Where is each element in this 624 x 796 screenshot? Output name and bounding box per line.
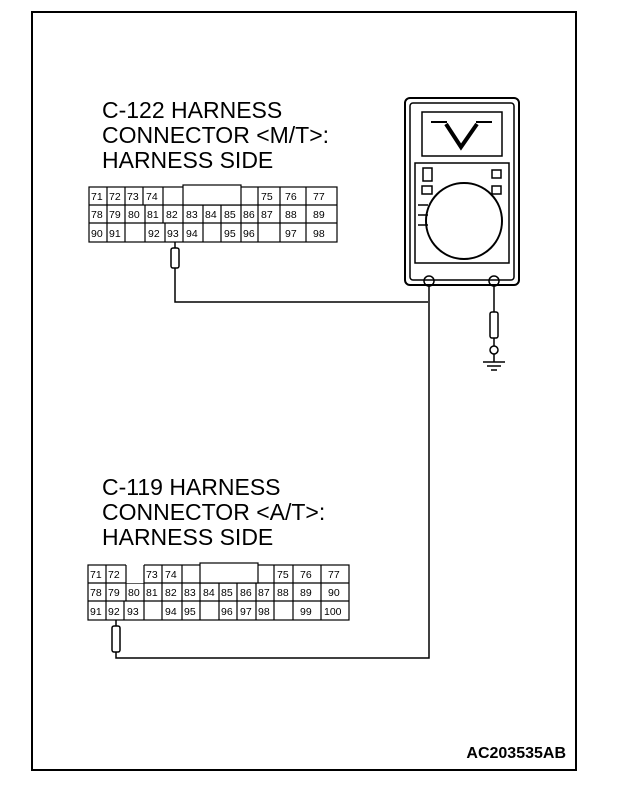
c122-pin: 78: [91, 209, 103, 221]
c122-connector: [88, 184, 338, 243]
c119-pin: 82: [165, 587, 177, 599]
c119-pin: 73: [146, 569, 158, 581]
c122-pin: 81: [147, 209, 159, 221]
c119-pin: 85: [221, 587, 233, 599]
c119-pin: 92: [108, 606, 120, 618]
c119-pin: 95: [184, 606, 196, 618]
c122-title-line-1: C-122 HARNESS: [102, 97, 282, 123]
c119-pin: 100: [324, 606, 342, 618]
c122-title: C-122 HARNESS CONNECTOR <M/T>: HARNESS S…: [102, 97, 329, 173]
c122-pin: 76: [285, 191, 297, 203]
c122-pin: 74: [146, 191, 158, 203]
ground-icon: [483, 354, 505, 371]
c122-pin: 93: [167, 228, 179, 240]
c122-pin: 71: [91, 191, 103, 203]
c122-pin: 80: [128, 209, 140, 221]
c119-pin: 91: [90, 606, 102, 618]
c122-pin: 82: [166, 209, 178, 221]
c119-pin: 87: [258, 587, 270, 599]
c122-pin: 91: [109, 228, 121, 240]
c122-pin: 96: [243, 228, 255, 240]
c119-pin: 94: [165, 606, 177, 618]
c119-pin: 88: [277, 587, 289, 599]
c119-pin: 83: [184, 587, 196, 599]
c119-pin: 76: [300, 569, 312, 581]
c119-pin: 80: [128, 587, 140, 599]
c119-title-line-1: C-119 HARNESS: [102, 474, 281, 500]
c119-title-line-2: CONNECTOR <A/T>:: [102, 499, 325, 525]
c119-pin: 81: [146, 587, 158, 599]
c122-lock-notch: [182, 184, 242, 206]
c122-pin: 92: [148, 228, 160, 240]
c122-probe: [170, 242, 428, 303]
meter-lead-wire: [115, 286, 430, 659]
multimeter-icon: [404, 97, 520, 287]
c122-pin: 84: [205, 209, 217, 221]
c122-pin: 88: [285, 209, 297, 221]
c119-pin: 74: [165, 569, 177, 581]
c122-pin: 94: [186, 228, 198, 240]
c122-pin: 90: [91, 228, 103, 240]
c122-pin: 87: [261, 209, 273, 221]
c119-pin: 86: [240, 587, 252, 599]
c122-pin-labels: 71 72 73 74 75 76 77 78 79 80 81 82 83 8…: [91, 191, 325, 240]
c119-pin: 72: [108, 569, 120, 581]
diagram-border: [31, 11, 577, 771]
c122-pin: 73: [127, 191, 139, 203]
c119-pin: 96: [221, 606, 233, 618]
c119-probe: [111, 620, 121, 653]
c119-pin: 90: [328, 587, 340, 599]
c122-pin: 83: [186, 209, 198, 221]
c122-pin: 75: [261, 191, 273, 203]
c119-title: C-119 HARNESS CONNECTOR <A/T>: HARNESS S…: [102, 474, 325, 550]
c122-pin: 95: [224, 228, 236, 240]
c122-pin: 97: [285, 228, 297, 240]
c119-pin: 99: [300, 606, 312, 618]
c119-pin: 78: [90, 587, 102, 599]
c119-pin: 89: [300, 587, 312, 599]
c119-pin: 93: [127, 606, 139, 618]
c122-pin: 72: [109, 191, 121, 203]
c119-pin: 97: [240, 606, 252, 618]
c122-pin: 89: [313, 209, 325, 221]
c122-pin: 85: [224, 209, 236, 221]
c119-pin: 75: [277, 569, 289, 581]
c119-pin: 98: [258, 606, 270, 618]
c119-title-line-3: HARNESS SIDE: [102, 524, 273, 550]
c122-pin: 98: [313, 228, 325, 240]
c119-pin: 71: [90, 569, 102, 581]
c122-pin: 86: [243, 209, 255, 221]
c119-connector: [87, 562, 350, 621]
figure-code: AC203535AB: [466, 745, 566, 762]
c119-pin: 79: [108, 587, 120, 599]
c122-pin: 79: [109, 209, 121, 221]
c119-pin: 77: [328, 569, 340, 581]
c119-pin-labels: 71 72 73 74 75 76 77 78 79 80 81 82 83 8…: [90, 569, 342, 618]
c119-lock-notch: [199, 562, 259, 584]
ground-lead: [489, 286, 499, 355]
c122-title-line-2: CONNECTOR <M/T>:: [102, 122, 329, 148]
c122-pin: 77: [313, 191, 325, 203]
c119-pin: 84: [203, 587, 215, 599]
c122-title-line-3: HARNESS SIDE: [102, 147, 273, 173]
